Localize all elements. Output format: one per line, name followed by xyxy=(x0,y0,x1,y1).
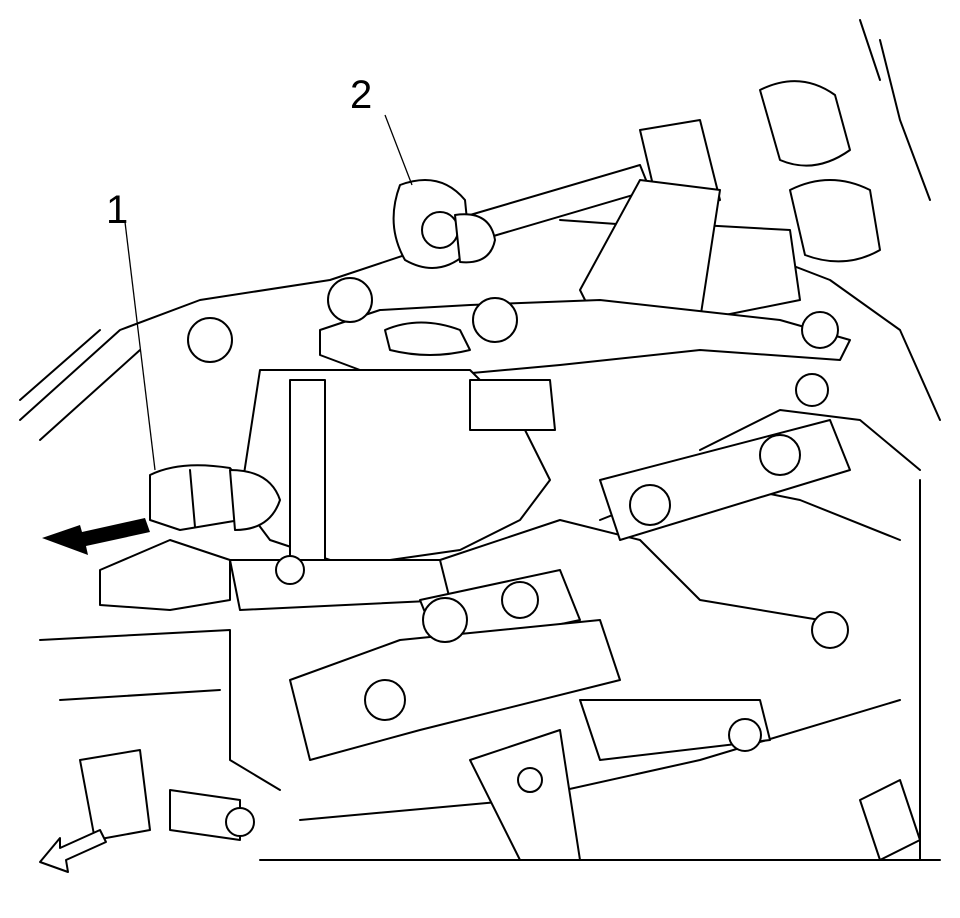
callout-1: 1 xyxy=(106,188,129,232)
leader-line-2 xyxy=(384,114,413,186)
shift-tower xyxy=(229,369,556,611)
shift-cable-assembly xyxy=(392,80,881,331)
leader-line-1 xyxy=(124,221,156,471)
push-direction-arrow-icon xyxy=(42,518,150,555)
shift-rails xyxy=(79,419,921,861)
front-direction-arrow-icon xyxy=(39,829,107,873)
part-1-component xyxy=(99,464,281,611)
callout-2: 2 xyxy=(350,73,373,117)
shift-lever-plate xyxy=(187,277,851,407)
